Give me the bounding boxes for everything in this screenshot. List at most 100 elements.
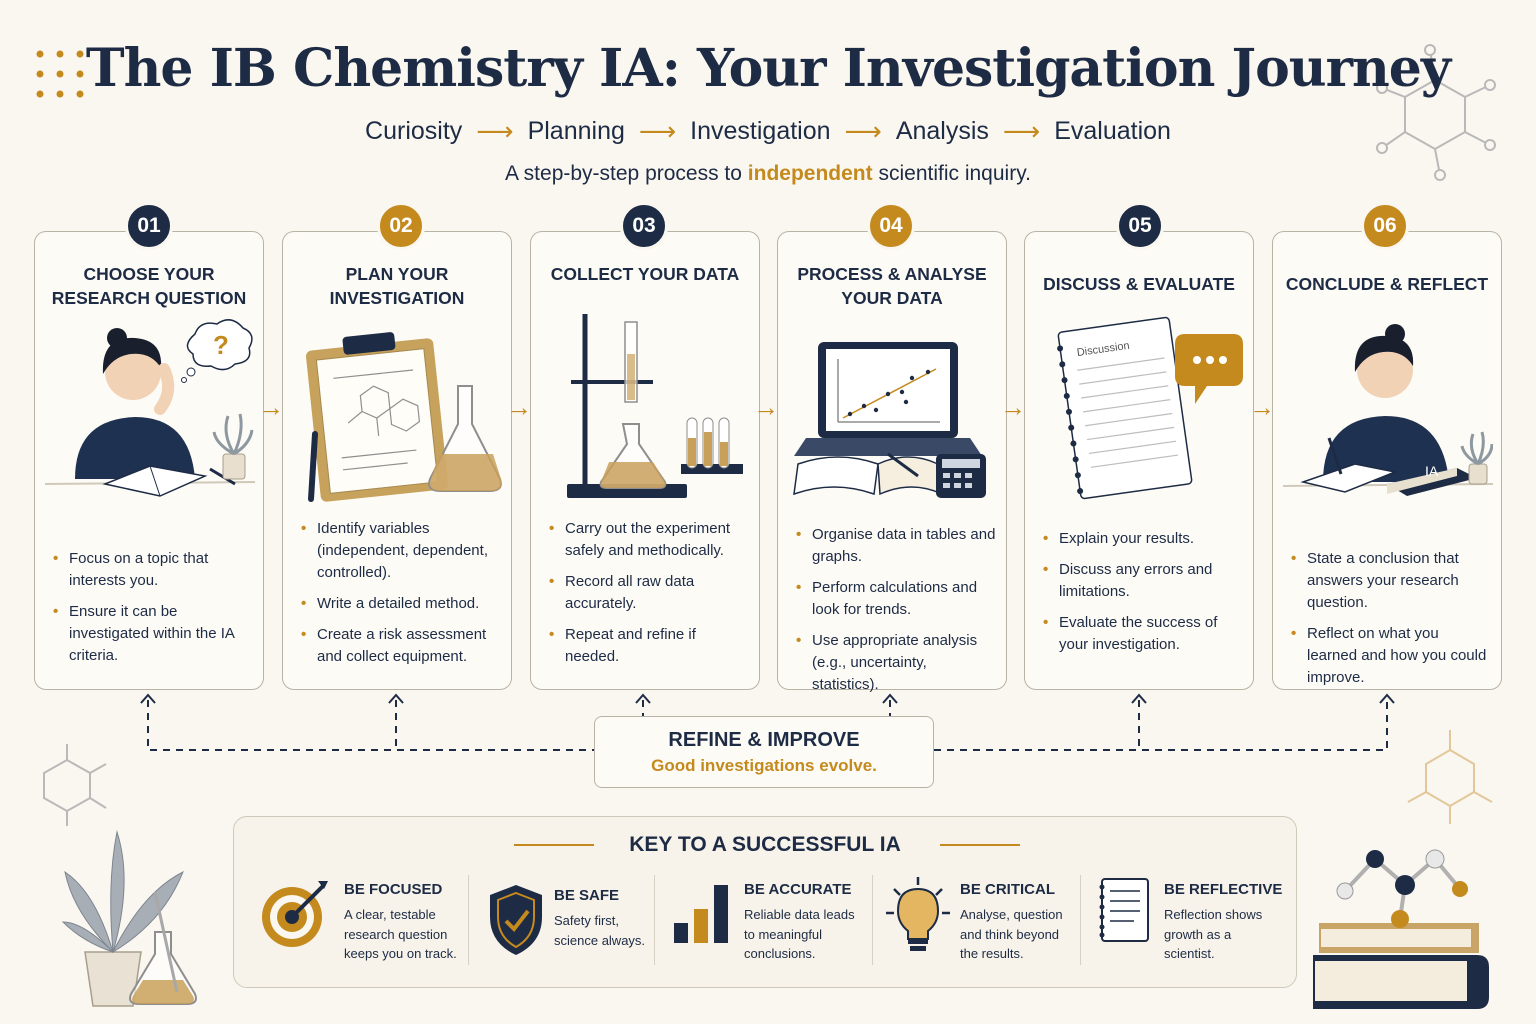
bullet-item: Reflect on what you learned and how you … xyxy=(1291,623,1491,689)
page-subtitle: A step-by-step process to independent sc… xyxy=(0,162,1536,186)
step-bullets: Identify variables (independent, depende… xyxy=(301,518,501,677)
flow-step-analysis: Analysis xyxy=(895,117,989,145)
clipboard-plan-icon xyxy=(306,332,502,502)
bullet-item: Discuss any errors and limitations. xyxy=(1043,559,1243,603)
book-label: IA xyxy=(1425,463,1439,479)
process-flow: Curiosity ⟶ Planning ⟶ Investigation ⟶ A… xyxy=(0,116,1536,147)
bullet-item: Write a detailed method. xyxy=(301,593,501,615)
flow-step-evaluation: Evaluation xyxy=(1054,117,1171,145)
page-title: The IB Chemistry IA: Your Investigation … xyxy=(85,38,1451,99)
step-arrow-icon: → xyxy=(1249,392,1275,422)
bullet-item: Identify variables (independent, depende… xyxy=(301,518,501,584)
bullet-item: Record all raw data accurately. xyxy=(549,571,749,615)
subtitle-highlight: independent xyxy=(747,162,873,185)
key-item-desc: Reliable data leads to meaningful conclu… xyxy=(744,907,855,961)
student-thinking-icon: ? xyxy=(45,319,255,497)
student-writing-icon: IA xyxy=(1283,324,1493,496)
key-item-focused: BE FOCUSED A clear, testable research qu… xyxy=(260,875,470,975)
refine-subtitle: Good investigations evolve. xyxy=(651,756,877,775)
step-badge-3: 03 xyxy=(620,202,668,250)
flow-step-investigation: Investigation xyxy=(690,117,831,145)
key-item-accurate: BE ACCURATE Reliable data leads to meani… xyxy=(670,875,870,975)
bullet-item: Explain your results. xyxy=(1043,528,1243,550)
flow-arrow-icon: ⟶ xyxy=(638,116,677,146)
key-item-desc: Safety first, science always. xyxy=(554,913,646,948)
step-arrow-icon: → xyxy=(506,392,532,422)
step-title: PROCESS & ANALYSE YOUR DATA xyxy=(797,264,987,308)
refine-improve-box: REFINE & IMPROVE Good investigations evo… xyxy=(594,716,934,788)
step-card-6: CONCLUDE & REFLECT IA State a conclusion… xyxy=(1272,231,1502,690)
step-card-3: COLLECT YOUR DATA Carry out the experime… xyxy=(530,231,760,690)
step-badge-1: 01 xyxy=(125,202,173,250)
flow-step-curiosity: Curiosity xyxy=(365,117,463,145)
key-item-safe: BE SAFE Safety first, science always. xyxy=(484,875,654,975)
lightbulb-icon xyxy=(886,877,950,951)
step-title: PLAN YOUR INVESTIGATION xyxy=(329,264,465,308)
step-arrow-icon: → xyxy=(753,392,779,422)
refine-title: REFINE & IMPROVE xyxy=(668,729,860,751)
key-item-name: BE SAFE xyxy=(554,887,620,904)
target-icon xyxy=(262,881,328,947)
flow-step-planning: Planning xyxy=(527,117,625,145)
bullet-item: Perform calculations and look for trends… xyxy=(796,577,996,621)
key-item-desc: Analyse, question and think beyond the r… xyxy=(960,907,1063,961)
step-card-2: PLAN YOUR INVESTIGATION Identify variabl… xyxy=(282,231,512,690)
flow-arrow-icon: ⟶ xyxy=(476,116,514,146)
subtitle-text: A step-by-step process to xyxy=(505,162,748,185)
plant-beaker-icon xyxy=(61,830,197,1007)
bullet-item: Repeat and refine if needed. xyxy=(549,624,749,668)
bullet-item: Focus on a topic that interests you. xyxy=(53,548,253,592)
step-card-5: DISCUSS & EVALUATE Discussion Explain yo… xyxy=(1024,231,1254,690)
flow-arrow-icon: ⟶ xyxy=(1002,116,1041,146)
molecule-decoration-icon xyxy=(1376,44,1496,181)
key-item-name: BE ACCURATE xyxy=(744,881,852,898)
step-title: COLLECT YOUR DATA xyxy=(550,264,740,284)
bullet-item: Ensure it can be investigated within the… xyxy=(53,601,253,667)
titration-apparatus-icon xyxy=(567,314,743,498)
key-item-critical: BE CRITICAL Analyse, question and think … xyxy=(884,875,1079,975)
step-badge-5: 05 xyxy=(1116,202,1164,250)
bullet-item: State a conclusion that answers your res… xyxy=(1291,548,1491,614)
molecule-decoration-icon xyxy=(43,744,107,826)
key-item-name: BE FOCUSED xyxy=(344,881,443,898)
key-section: KEY TO A SUCCESSFUL IA BE FOCUSED A clea… xyxy=(233,816,1297,988)
bullet-item: Carry out the experiment safely and meth… xyxy=(549,518,749,562)
key-separator xyxy=(468,875,469,965)
key-title-line xyxy=(940,844,1020,846)
discussion-notebook-icon: Discussion xyxy=(1057,316,1243,500)
key-item-desc: A clear, testable research question keep… xyxy=(344,907,457,961)
books-molecule-icon xyxy=(1313,849,1489,1009)
svg-text:?: ? xyxy=(213,330,229,360)
step-card-4: PROCESS & ANALYSE YOUR DATA Organise dat… xyxy=(777,231,1007,693)
key-item-reflective: BE REFLECTIVE Reflection shows growth as… xyxy=(1094,875,1289,975)
step-title: CHOOSE YOUR RESEARCH QUESTION xyxy=(51,264,247,308)
key-item-name: BE CRITICAL xyxy=(960,881,1055,898)
step-bullets: Explain your results. Discuss any errors… xyxy=(1043,528,1243,665)
notebook-icon xyxy=(1099,878,1149,942)
step-arrow-icon: → xyxy=(1000,392,1026,422)
step-bullets: Focus on a topic that interests you. Ens… xyxy=(53,548,253,676)
bullet-item: Use appropriate analysis (e.g., uncertai… xyxy=(796,630,996,696)
key-item-name: BE REFLECTIVE xyxy=(1164,881,1283,898)
key-item-desc: Reflection shows growth as a scientist. xyxy=(1164,907,1263,961)
bullet-item: Create a risk assessment and collect equ… xyxy=(301,624,501,668)
key-separator xyxy=(654,875,655,965)
laptop-graph-icon xyxy=(793,342,986,498)
step-bullets: Organise data in tables and graphs. Perf… xyxy=(796,524,996,705)
step-badge-6: 06 xyxy=(1361,202,1409,250)
flow-arrow-icon: ⟶ xyxy=(844,116,882,146)
key-title-line xyxy=(514,844,594,846)
key-separator xyxy=(872,875,873,965)
bullet-item: Organise data in tables and graphs. xyxy=(796,524,996,568)
step-bullets: Carry out the experiment safely and meth… xyxy=(549,518,749,677)
bar-chart-icon xyxy=(674,885,728,943)
decorative-dots xyxy=(36,50,84,98)
key-separator xyxy=(1080,875,1081,965)
step-badge-4: 04 xyxy=(867,202,915,250)
step-title: DISCUSS & EVALUATE xyxy=(1043,274,1235,294)
bullet-item: Evaluate the success of your investigati… xyxy=(1043,612,1243,656)
step-title: CONCLUDE & REFLECT xyxy=(1285,274,1489,294)
step-arrow-icon: → xyxy=(258,392,284,422)
step-card-1: CHOOSE YOUR RESEARCH QUESTION ? Focus on… xyxy=(34,231,264,690)
subtitle-text-end: scientific inquiry. xyxy=(872,162,1031,185)
